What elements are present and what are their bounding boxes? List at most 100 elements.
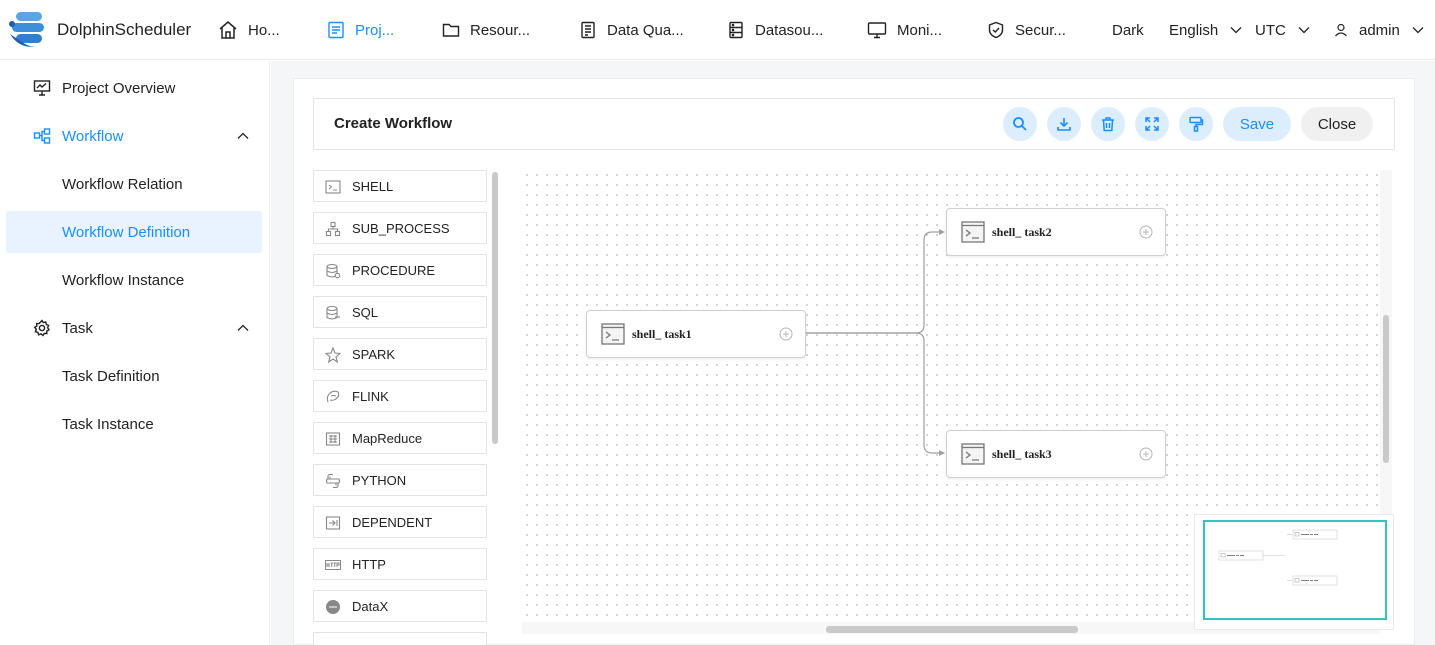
sidebar-item-task-definition[interactable]: Task Definition — [0, 355, 270, 397]
nav-data-quality[interactable]: Data Qua... — [579, 0, 684, 60]
nav-monitor-label: Moni... — [897, 21, 943, 39]
close-button[interactable]: Close — [1301, 107, 1373, 141]
nav-monitor[interactable]: Moni... — [867, 0, 942, 60]
delete-button[interactable] — [1091, 107, 1125, 141]
palette-item-python[interactable]: PYTHON — [313, 464, 487, 496]
dependent-icon — [325, 516, 341, 530]
palette-item-flink[interactable]: FLINK — [313, 380, 487, 412]
add-downstream-icon[interactable] — [1139, 447, 1153, 461]
top-navigation-bar: DolphinScheduler Ho... Proj... Resour...… — [0, 0, 1435, 60]
nav-security[interactable]: Secur... — [987, 0, 1066, 60]
palette-item-shell[interactable]: SHELL — [313, 170, 487, 202]
nav-project-label: Proj... — [355, 21, 395, 39]
sql-icon — [326, 305, 340, 320]
app-name: DolphinScheduler — [57, 20, 192, 39]
monitor-icon — [867, 22, 887, 39]
data-quality-icon — [581, 21, 595, 39]
minimap-viewport[interactable] — [1203, 520, 1387, 620]
palette-item-spark[interactable]: SPARK — [313, 338, 487, 370]
shell-icon — [961, 221, 985, 243]
username-label: admin — [1359, 21, 1400, 39]
chevron-up-icon — [237, 324, 249, 331]
palette-item-label: HTTP — [352, 556, 386, 572]
nav-security-label: Secur... — [1015, 21, 1066, 39]
palette-item-sub-process[interactable]: SUB_PROCESS — [313, 212, 487, 244]
delete-icon — [1102, 117, 1114, 132]
nav-project[interactable]: Proj... — [327, 0, 394, 60]
palette-scrollbar[interactable] — [492, 172, 498, 444]
spark-icon — [325, 347, 341, 363]
node-label: shell_ task1 — [632, 327, 692, 341]
timezone-select[interactable]: UTC — [1255, 0, 1310, 60]
timezone-label: UTC — [1255, 21, 1286, 39]
sidebar-item-workflow-definition[interactable]: Workflow Definition — [6, 211, 262, 253]
chevron-up-icon — [237, 132, 249, 139]
workflow-icon — [33, 128, 51, 144]
canvas-vertical-scrollbar[interactable] — [1383, 315, 1389, 463]
sidebar-item-project-overview[interactable]: Project Overview — [0, 67, 270, 109]
palette-item-partial[interactable] — [313, 632, 487, 645]
sidebar-item-task[interactable]: Task — [0, 307, 270, 349]
sidebar-item-task-instance[interactable]: Task Instance — [0, 403, 270, 445]
palette-item-label: FLINK — [352, 388, 389, 404]
procedure-icon — [326, 263, 341, 279]
format-button[interactable] — [1179, 107, 1213, 141]
palette-item-label: PROCEDURE — [352, 262, 436, 278]
nav-home[interactable]: Ho... — [218, 0, 280, 60]
sidebar-item-label: Workflow Relation — [62, 175, 183, 193]
workflow-toolbar: Create Workflow Save Close — [313, 98, 1395, 150]
palette-item-label: SUB_PROCESS — [352, 220, 450, 236]
add-downstream-icon[interactable] — [779, 327, 793, 341]
theme-toggle[interactable]: Dark — [1112, 0, 1144, 60]
dag-node-task1[interactable]: shell_ task1 — [586, 310, 806, 358]
folder-icon — [442, 23, 460, 37]
download-button[interactable] — [1047, 107, 1081, 141]
canvas-horizontal-scrollbar[interactable] — [826, 626, 1078, 633]
home-icon — [219, 21, 237, 39]
chevron-down-icon — [1412, 27, 1424, 34]
palette-item-dependent[interactable]: DEPENDENT — [313, 506, 487, 538]
fullscreen-button[interactable] — [1135, 107, 1169, 141]
nav-datasource[interactable]: Datasou... — [727, 0, 823, 60]
download-icon — [1057, 118, 1071, 131]
search-button[interactable] — [1003, 107, 1037, 141]
palette-item-procedure[interactable]: PROCEDURE — [313, 254, 487, 286]
dolphin-logo-icon — [8, 10, 54, 50]
palette-item-mapreduce[interactable]: MapReduce — [313, 422, 487, 454]
sidebar-item-workflow-instance[interactable]: Workflow Instance — [0, 259, 270, 301]
fullscreen-icon — [1145, 117, 1159, 131]
theme-label: Dark — [1112, 21, 1144, 39]
sidebar-item-label: Workflow Instance — [62, 271, 185, 289]
user-menu[interactable]: admin — [1334, 0, 1424, 60]
mapreduce-icon — [325, 432, 341, 446]
sub-process-icon — [325, 221, 341, 237]
sidebar-item-label: Task — [62, 319, 93, 337]
sidebar-item-label: Project Overview — [62, 79, 176, 97]
dag-node-task3[interactable]: shell_ task3 — [946, 430, 1166, 478]
nav-resources[interactable]: Resour... — [442, 0, 530, 60]
palette-item-datax[interactable]: DataX — [313, 590, 487, 622]
sidebar-item-workflow[interactable]: Workflow — [0, 115, 270, 157]
language-select[interactable]: English — [1169, 0, 1242, 60]
dag-node-task2[interactable]: shell_ task2 — [946, 208, 1166, 256]
save-button[interactable]: Save — [1223, 107, 1291, 141]
nav-home-label: Ho... — [248, 21, 280, 39]
palette-item-label: DEPENDENT — [352, 514, 433, 530]
shield-icon — [988, 21, 1004, 39]
page-title: Create Workflow — [334, 115, 453, 132]
add-downstream-icon[interactable] — [1139, 225, 1153, 239]
sidebar-item-workflow-relation[interactable]: Workflow Relation — [0, 163, 270, 205]
gear-icon — [33, 319, 51, 337]
sidebar-item-label: Workflow Definition — [62, 223, 191, 241]
palette-item-label: SQL — [352, 304, 379, 320]
datasource-icon — [729, 21, 743, 39]
canvas-minimap[interactable] — [1194, 514, 1394, 630]
node-label: shell_ task3 — [992, 447, 1052, 461]
palette-item-label: DataX — [352, 598, 389, 614]
chevron-down-icon — [1230, 27, 1242, 34]
palette-item-http[interactable]: HTTP — [313, 548, 487, 580]
node-label: shell_ task2 — [992, 225, 1052, 239]
shell-icon — [325, 180, 341, 194]
app-logo[interactable]: DolphinScheduler — [8, 10, 191, 50]
palette-item-sql[interactable]: SQL — [313, 296, 487, 328]
